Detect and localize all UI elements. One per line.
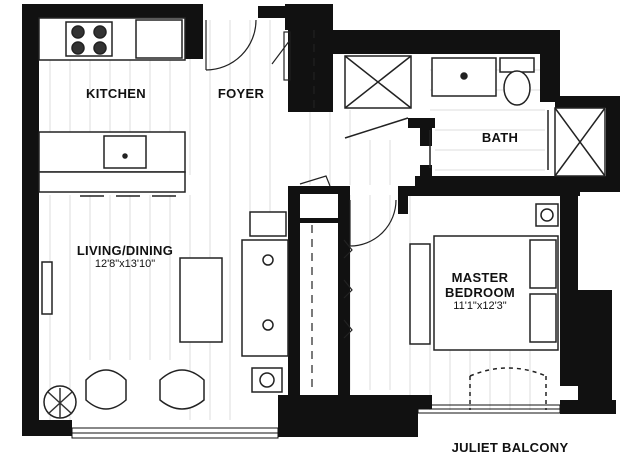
label-kitchen: KITCHEN [76, 86, 156, 101]
label-bath: BATH [470, 130, 530, 145]
label-bedroom: MASTER BEDROOM 11'1"x12'3" [438, 270, 522, 313]
walls [22, 4, 620, 437]
closet [299, 175, 397, 392]
label-balcony: JULIET BALCONY [440, 440, 580, 455]
living-name: LIVING/DINING [76, 243, 174, 258]
bedroom-name-line1: MASTER [451, 270, 509, 285]
bedroom-name-line2: BEDROOM [445, 285, 515, 300]
label-foyer: FOYER [206, 86, 276, 101]
kitchen-name: KITCHEN [86, 86, 146, 101]
foyer-name: FOYER [217, 86, 265, 101]
bath-fixtures [344, 55, 606, 177]
bath-name: BATH [481, 130, 519, 145]
bedroom-furniture [409, 203, 559, 410]
label-living: LIVING/DINING 12'8"x13'10" [60, 243, 190, 271]
kitchen-fixtures [38, 17, 186, 197]
bedroom-dim: 11'1"x12'3" [453, 300, 507, 312]
living-furniture [41, 211, 289, 419]
balcony-name: JULIET BALCONY [451, 440, 569, 455]
living-dim: 12'8"x13'10" [94, 258, 156, 270]
windows [71, 404, 561, 439]
foyer-door [205, 19, 315, 110]
